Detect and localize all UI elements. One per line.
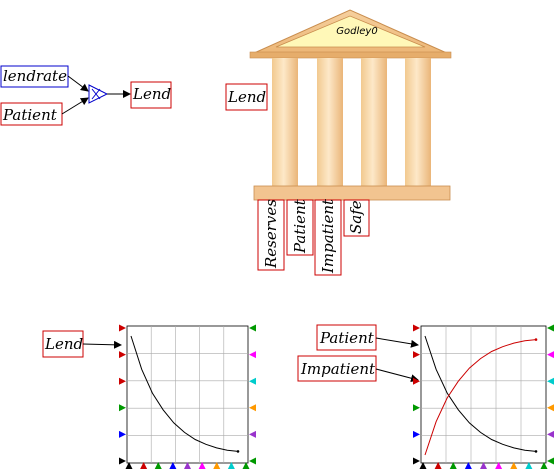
series-line [424,339,537,456]
plot-frame [126,325,249,464]
lend-label: Lend [132,85,171,103]
plot-frame [420,325,547,464]
input-port [119,324,126,332]
input-port [169,462,177,469]
input-port [249,377,256,385]
plot2-patient-variable[interactable]: Patient [316,324,377,351]
input-port [119,404,126,412]
godley-lend-variable[interactable]: Lend [225,83,268,111]
pillar [272,58,298,186]
input-port [249,457,256,465]
multiply-operator[interactable] [88,84,109,104]
godley-stock-safe[interactable]: Safe [343,199,370,237]
stock-label: Reserves [262,199,280,269]
input-port [464,462,472,469]
input-port [249,404,256,412]
input-port [242,462,250,469]
series-endpoint [534,338,538,341]
input-port [227,462,235,469]
plot2-impatient-label: Impatient [300,360,376,378]
pillar [317,58,343,186]
godley-stock-reserves[interactable]: Reserves [257,199,285,271]
input-port [413,377,420,385]
godley-stock-impatient[interactable]: Impatient [314,198,342,276]
input-port [480,462,487,469]
input-port [413,324,420,332]
series-endpoint [236,450,240,453]
input-port [547,430,554,438]
godley-lend-label: Lend [227,88,266,106]
input-port [413,457,420,465]
input-port [119,351,126,359]
input-port [119,430,126,438]
input-port [525,462,533,469]
lendrate-parameter[interactable]: lendrate [0,65,69,88]
input-port [249,351,256,359]
input-port [184,462,191,469]
input-port [213,462,221,469]
wire-plot2-impatient[interactable] [375,368,419,383]
input-port [198,462,206,469]
input-port [413,430,420,438]
plot-widget-1[interactable] [119,324,256,470]
wire-patient[interactable] [61,97,89,115]
input-port [125,462,133,469]
input-port [140,462,148,469]
plot2-impatient-variable[interactable]: Impatient [297,355,377,382]
lend-variable[interactable]: Lend [130,81,172,109]
input-port [434,462,442,469]
plot-widget-2[interactable] [413,324,554,470]
godley-stock-patient[interactable]: Patient [286,198,314,256]
input-port [547,404,554,412]
input-port [510,462,518,469]
input-port [119,457,126,465]
patient-label: Patient [2,106,58,124]
series-line [424,335,537,452]
patient-parameter[interactable]: Patient [0,102,63,126]
input-port [413,404,420,412]
input-port [547,377,554,385]
wire-plot2-patient[interactable] [375,337,419,348]
plot2-patient-label: Patient [319,329,375,347]
input-port [540,462,548,469]
input-port [249,324,256,332]
input-port [249,430,256,438]
input-port [547,324,554,332]
input-port [495,462,503,469]
wire-plot1-lend[interactable] [82,340,122,349]
input-port [413,351,420,359]
pillar [361,58,387,186]
series-line [130,335,239,452]
pillar [405,58,431,186]
input-port [419,462,427,469]
input-port [449,462,457,469]
godley-title: Godley0 [336,26,377,37]
input-port [154,462,162,469]
stock-label: Patient [291,198,309,254]
plot1-lend-variable[interactable]: Lend [42,330,84,358]
stock-label: Safe [347,200,365,234]
wire-lendrate[interactable] [67,75,89,92]
series-endpoint [534,450,538,453]
plot1-lend-label: Lend [44,335,83,353]
input-port [547,457,554,465]
godley-table-icon[interactable]: Godley0 [249,9,452,201]
lendrate-label: lendrate [3,67,67,85]
input-port [547,351,554,359]
input-port [119,377,126,385]
stock-label: Impatient [319,198,337,274]
